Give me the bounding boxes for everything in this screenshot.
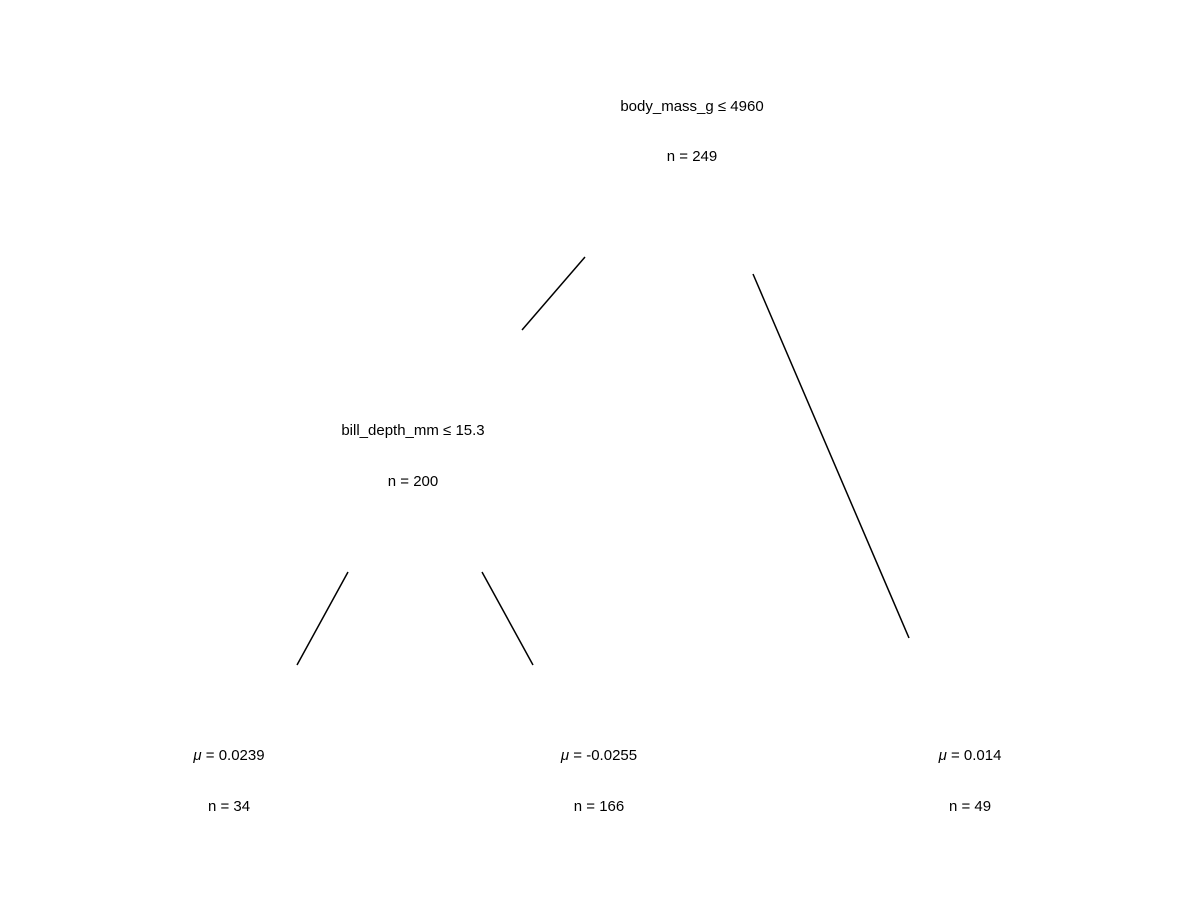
leaf-2-mu-value: = -0.0255: [569, 747, 637, 764]
root-split-label: body_mass_g ≤ 4960: [620, 98, 763, 115]
leaf-3-mu-value: = 0.014: [947, 747, 1002, 764]
leaf-1-n-label: n = 34: [208, 798, 250, 815]
left-n-label: n = 200: [388, 473, 438, 490]
leaf-3-mu: μ = 0.014: [938, 747, 1002, 764]
left-node: bill_depth_mm ≤ 15.3 n = 200: [341, 422, 484, 490]
leaf-1-mu-value: = 0.0239: [202, 747, 265, 764]
edge-root-to-left: [521, 256, 586, 331]
leaf-3-n-label: n = 49: [949, 798, 991, 815]
leaf-node-1: μ = 0.0239 n = 34: [192, 747, 264, 815]
leaf-2-n-label: n = 166: [574, 798, 624, 815]
mu-symbol: μ: [560, 747, 569, 764]
root-n-label: n = 249: [667, 148, 717, 165]
edge-left-to-leaf-1: [296, 571, 349, 666]
mu-symbol: μ: [192, 747, 201, 764]
leaf-node-3: μ = 0.014 n = 49: [938, 747, 1002, 815]
edge-root-to-right-leaf: [752, 273, 910, 639]
leaf-2-mu: μ = -0.0255: [560, 747, 637, 764]
mu-symbol: μ: [938, 747, 947, 764]
leaf-1-mu: μ = 0.0239: [192, 747, 264, 764]
edge-left-to-leaf-2: [481, 571, 534, 666]
left-split-label: bill_depth_mm ≤ 15.3: [341, 422, 484, 439]
leaf-node-2: μ = -0.0255 n = 166: [560, 747, 637, 815]
root-node: body_mass_g ≤ 4960 n = 249: [620, 98, 763, 165]
